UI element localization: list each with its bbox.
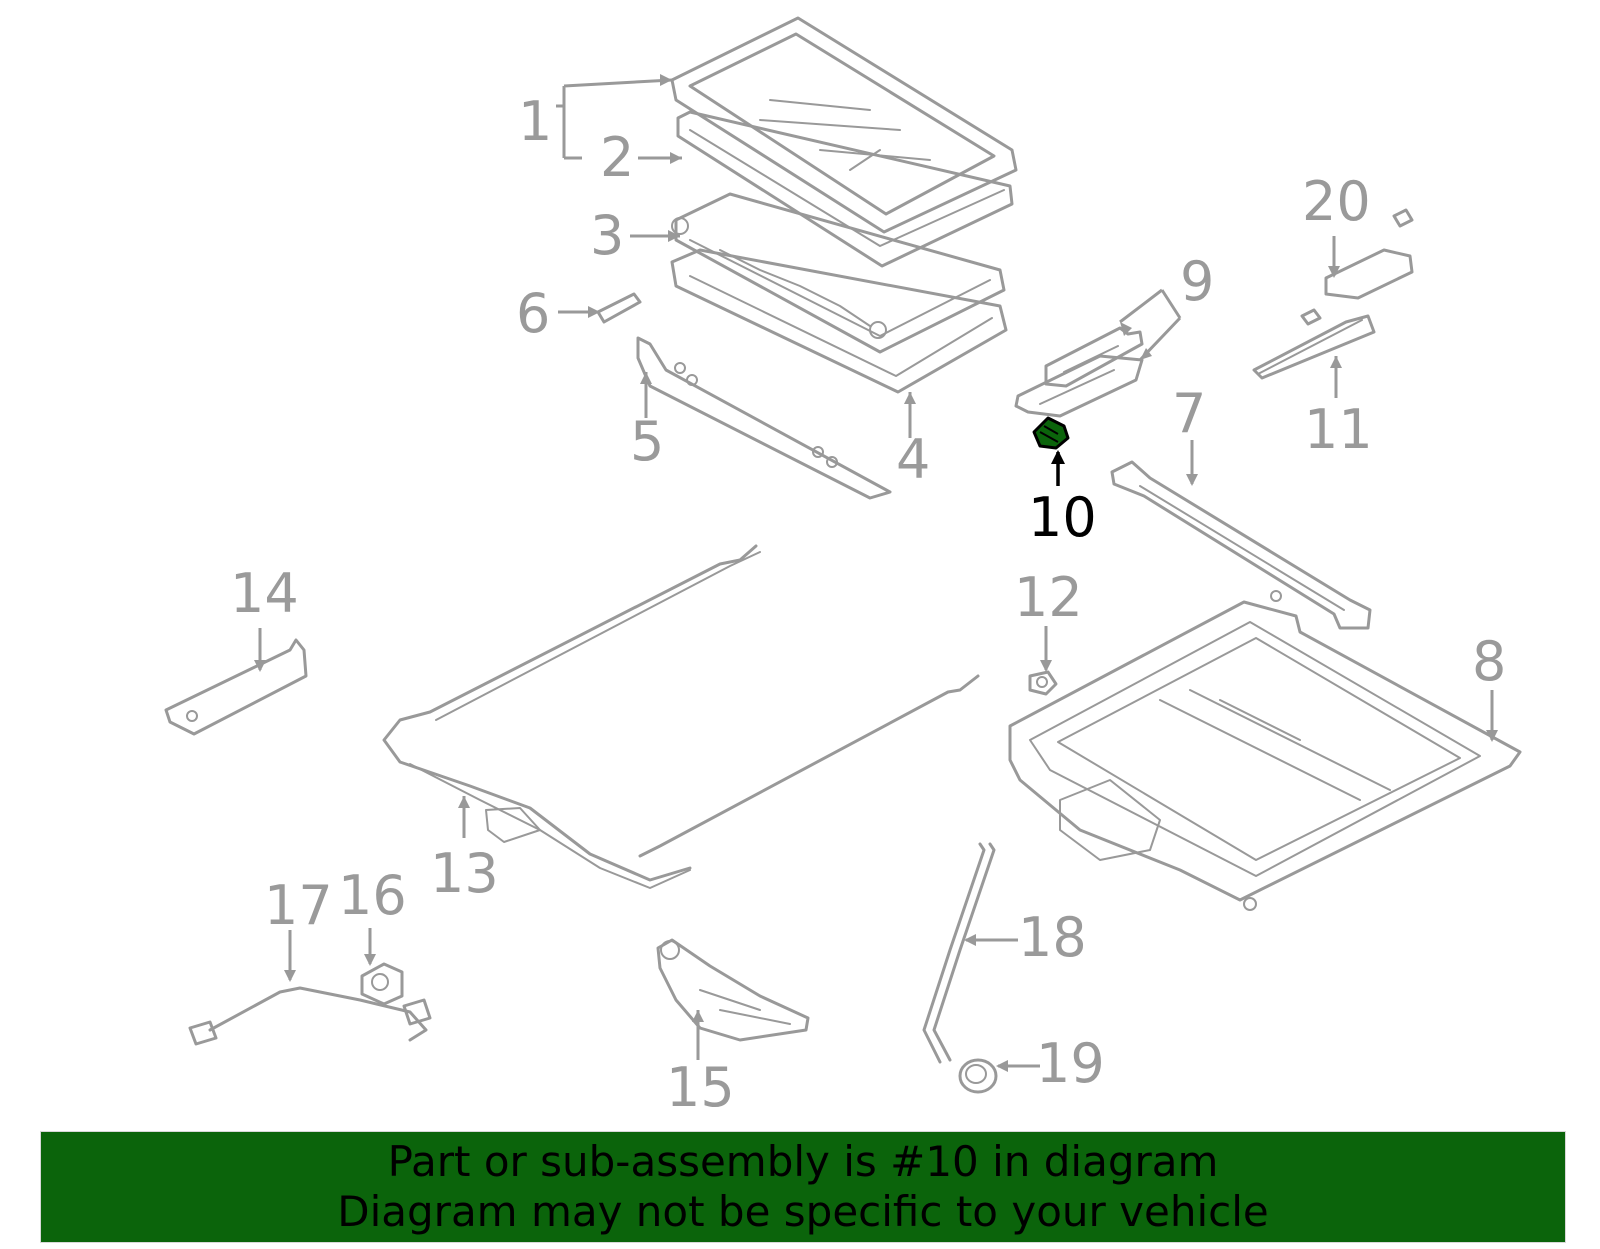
banner-line-disclaimer: Diagram may not be specific to your vehi…	[337, 1187, 1269, 1236]
part-12-grommet	[1028, 670, 1058, 696]
part-20-connector	[1300, 208, 1414, 326]
part-5-rail	[636, 336, 892, 500]
part-7-guide-rail	[1110, 460, 1372, 630]
part-14-bracket	[164, 638, 308, 736]
part-18-drain-hose	[922, 842, 996, 1064]
callout-14[interactable]: 14	[230, 562, 299, 625]
leader-arrowheads	[254, 74, 1498, 1072]
callout-numbers: 1 2 3 4 5 6 7 8 9 10 11 12 13 14 15 16 1…	[230, 90, 1506, 1119]
callout-7[interactable]: 7	[1172, 382, 1206, 445]
callout-11[interactable]: 11	[1304, 398, 1373, 461]
callout-6[interactable]: 6	[516, 282, 550, 345]
callout-2[interactable]: 2	[600, 126, 634, 189]
callout-16[interactable]: 16	[338, 864, 407, 927]
callout-19[interactable]: 19	[1036, 1032, 1105, 1095]
part-13-drive-cables	[382, 544, 980, 889]
highlight-arrowhead	[1051, 450, 1065, 464]
part-10-highlighted-clip	[1032, 416, 1070, 450]
part-16-switch	[360, 962, 404, 1006]
part-9-sliders	[1014, 326, 1144, 418]
callout-12[interactable]: 12	[1014, 566, 1083, 629]
callout-8[interactable]: 8	[1472, 630, 1506, 693]
callout-15[interactable]: 15	[666, 1056, 735, 1119]
part-4-outer-seal	[670, 248, 1008, 394]
callout-5[interactable]: 5	[630, 410, 664, 473]
callout-17[interactable]: 17	[264, 874, 333, 937]
part-2-seal	[676, 110, 1014, 268]
part-17-harness	[188, 986, 432, 1046]
part-8-housing	[1008, 590, 1522, 911]
banner-line-part: Part or sub-assembly is #10 in diagram	[387, 1137, 1219, 1186]
part-3-frame	[671, 192, 1006, 354]
part-19-plug	[958, 1058, 998, 1094]
part-15-motor	[656, 938, 810, 1042]
callout-10[interactable]: 10	[1028, 486, 1097, 549]
callout-18[interactable]: 18	[1018, 906, 1087, 969]
callout-13[interactable]: 13	[430, 842, 499, 905]
info-banner: Part or sub-assembly is #10 in diagram D…	[40, 1131, 1566, 1243]
callout-1[interactable]: 1	[518, 90, 552, 153]
callout-3[interactable]: 3	[590, 204, 624, 267]
part-1-glass-panel	[670, 16, 1018, 234]
part-11-trough	[1252, 314, 1376, 380]
callout-20[interactable]: 20	[1302, 170, 1371, 233]
part-6-clip	[596, 292, 642, 324]
callout-4[interactable]: 4	[896, 428, 930, 491]
callout-9[interactable]: 9	[1180, 250, 1214, 313]
